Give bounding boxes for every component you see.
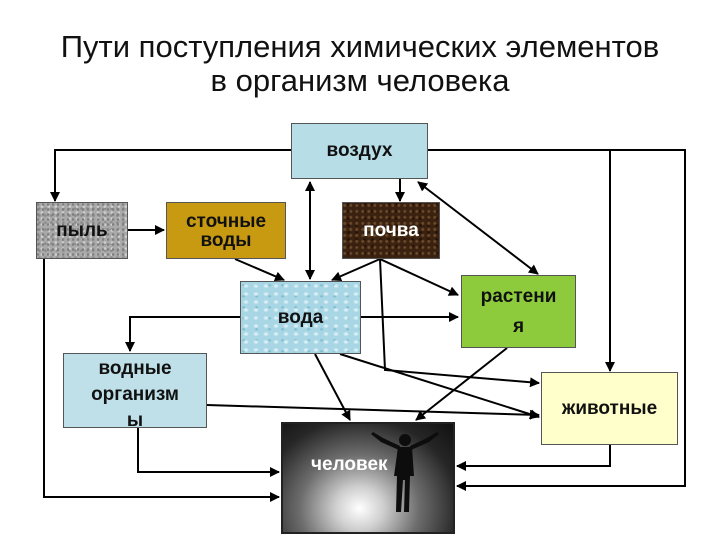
- node-soil: почва: [342, 202, 440, 259]
- title-line-1: Пути поступления химических элементов: [60, 29, 660, 64]
- human-silhouette-icon: [371, 432, 439, 512]
- node-aquatic-label-line3: ы: [126, 410, 144, 428]
- node-soil-label: почва: [363, 219, 419, 241]
- node-animals-label: животные: [561, 397, 658, 419]
- arrow-water-to-aquatic: [125, 316, 240, 352]
- arrow-water-to-animals: [339, 353, 540, 420]
- node-dust: пыль: [36, 202, 128, 259]
- node-dust-label: пыль: [56, 219, 108, 241]
- node-water-label: вода: [277, 306, 324, 328]
- arrow-dust-to-human: [43, 259, 280, 502]
- node-aquatic-organisms: водные организм ы: [63, 353, 207, 428]
- node-sewage-label-line1: сточные: [185, 210, 267, 232]
- arrow-air-to-human: [456, 149, 686, 491]
- arrow-air-to-dust: [50, 149, 291, 202]
- arrow-aquatic-to-human: [137, 428, 280, 477]
- node-sewage-label-line2: воды: [200, 229, 252, 251]
- arrow-plants-to-human: [415, 347, 508, 421]
- node-plants-label-line1: растени: [480, 285, 557, 307]
- arrow-aquatic-to-animals: [206, 404, 540, 420]
- page-title: Пути поступления химических элементов в …: [0, 30, 720, 98]
- arrow-animals-to-human: [456, 445, 611, 471]
- arrow-soil-to-animals: [379, 258, 540, 388]
- node-aquatic-label-line2: организм: [91, 384, 179, 405]
- node-animals: животные: [541, 372, 678, 445]
- node-plants-label-line2: я: [512, 315, 525, 337]
- title-line-2: в организм человека: [210, 63, 510, 98]
- node-human-label: человек: [311, 454, 388, 475]
- node-plants: растени я: [461, 275, 576, 348]
- arrow-air-plants: [417, 181, 539, 275]
- node-aquatic-label-line1: водные: [98, 358, 172, 379]
- node-sewage: сточные воды: [166, 202, 286, 259]
- arrow-sewage-to-water: [234, 258, 285, 282]
- node-air-label: воздух: [326, 140, 393, 161]
- arrow-soil-to-water: [331, 258, 381, 281]
- node-water: вода: [240, 281, 361, 354]
- node-air: воздух: [291, 123, 428, 179]
- node-human: человек: [281, 422, 455, 534]
- arrow-soil-to-plants: [379, 258, 459, 296]
